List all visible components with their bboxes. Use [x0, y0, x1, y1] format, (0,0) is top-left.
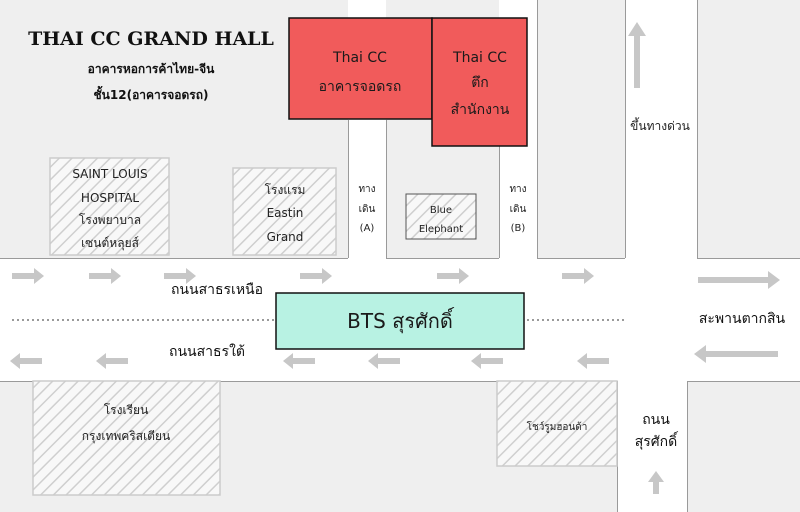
showroom-label: โชว์รูมฮอนด้า: [527, 420, 588, 433]
arrow-right-icon: [89, 268, 121, 284]
venue-floor: ชั้น12(อาคารจอดรถ): [94, 85, 209, 102]
hospital-label-1: SAINT LOUIS: [72, 167, 147, 181]
eastin-label-2: Eastin: [267, 206, 304, 220]
arrow-right-icon: [300, 268, 332, 284]
arrow-left-icon: [694, 345, 778, 363]
arrow-left-icon: [577, 353, 609, 369]
eastin-grand-hotel[interactable]: โรงแรม Eastin Grand: [232, 167, 337, 256]
office-building-label-3: สำนักงาน: [451, 102, 510, 118]
arrow-right-icon: [12, 268, 44, 284]
blue-elephant-label-2: Elephant: [419, 224, 463, 235]
parking-building-label-2: อาคารจอดรถ: [319, 79, 402, 95]
school-label-2: กรุงเทพคริสเตียน: [82, 429, 170, 444]
arrow-right-icon: [164, 268, 196, 284]
block-se: [687, 381, 800, 512]
arrow-left-icon: [471, 353, 503, 369]
arrow-left-icon: [96, 353, 128, 369]
arrow-up-icon: [648, 471, 664, 494]
venue-subtitle: อาคารหอการค้าไทย-จีน: [88, 61, 215, 76]
road-label-surasak-1: ถนน: [642, 412, 670, 428]
saint-louis-hospital[interactable]: SAINT LOUIS HOSPITAL โรงพยาบาล เซนต์หลุย…: [49, 157, 170, 256]
walkway-a: ทาง เดิน (A): [358, 184, 375, 234]
road-label-sathorn-south: ถนนสาธรใต้: [169, 343, 245, 360]
blue-elephant[interactable]: Blue Elephant: [405, 193, 477, 240]
arrow-left-icon: [283, 353, 315, 369]
arrow-right-icon: [562, 268, 594, 284]
hospital-label-3: โรงพยาบาล: [79, 213, 141, 227]
traffic-arrows: [10, 22, 780, 494]
eastin-label-1: โรงแรม: [265, 183, 306, 197]
honda-showroom[interactable]: โชว์รูมฮอนด้า: [496, 380, 618, 467]
arrow-up-icon: [628, 22, 646, 88]
road-label-surasak-2: สุรศักดิ์: [635, 431, 679, 450]
walkway-b: ทาง เดิน (B): [509, 184, 526, 234]
office-building-label-1: Thai CC: [452, 50, 507, 66]
school-label-1: โรงเรียน: [104, 403, 149, 417]
road-label-sathorn-north: ถนนสาธรเหนือ: [171, 282, 263, 298]
arrow-right-icon: [698, 271, 780, 289]
walkway-a-label-2: เดิน: [359, 204, 376, 215]
walkway-a-label-3: (A): [360, 223, 375, 234]
eastin-label-3: Grand: [267, 230, 304, 244]
arrow-left-icon: [10, 353, 42, 369]
road-label-expressway: ขึ้นทางด่วน: [630, 117, 690, 133]
parking-building[interactable]: Thai CC อาคารจอดรถ: [288, 17, 433, 120]
walkway-b-label-3: (B): [511, 223, 526, 234]
bts-station[interactable]: BTS สุรศักดิ์: [275, 292, 525, 350]
office-building-label-2: ตึก: [471, 75, 489, 91]
blue-elephant-label-1: Blue: [430, 205, 452, 216]
office-building[interactable]: Thai CC ตึก สำนักงาน: [431, 17, 528, 147]
walkway-a-label-1: ทาง: [358, 184, 375, 195]
road-label-taksin-bridge: สะพานตากสิน: [699, 311, 786, 327]
block-center-right: [537, 0, 625, 258]
hospital-label-4: เซนต์หลุยส์: [81, 236, 140, 251]
bangkok-christian-school[interactable]: โรงเรียน กรุงเทพคริสเตียน: [32, 380, 221, 496]
walkway-b-label-2: เดิน: [510, 204, 527, 215]
block-ne: [697, 0, 800, 258]
arrow-left-icon: [368, 353, 400, 369]
hospital-label-2: HOSPITAL: [81, 191, 139, 205]
venue-title: THAI CC GRAND HALL: [28, 28, 274, 50]
arrow-right-icon: [437, 268, 469, 284]
bts-station-label: BTS สุรศักดิ์: [347, 306, 455, 334]
parking-building-label-1: Thai CC: [332, 50, 387, 66]
walkway-b-label-1: ทาง: [509, 184, 526, 195]
